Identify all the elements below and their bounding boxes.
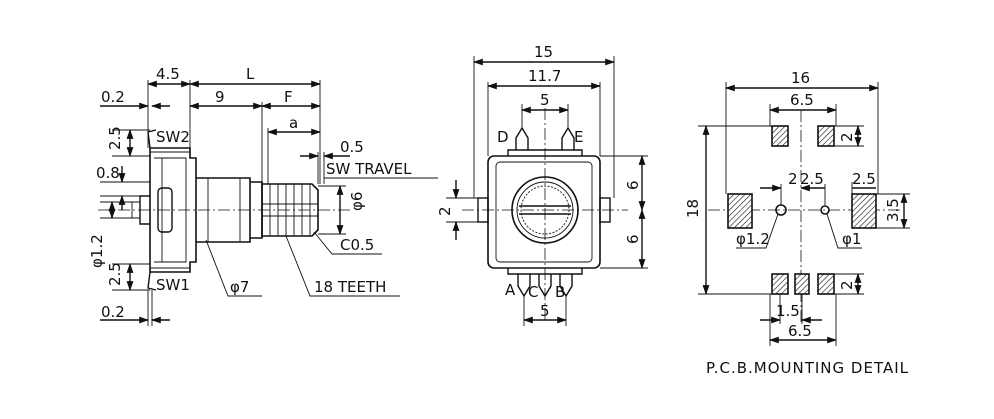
pcb-view: 16 6.5 2 18 2 2.5 2.5 3.5 φ1.2 φ1 2 1.5 … xyxy=(684,69,910,377)
dim-65-bottom: 6.5 xyxy=(788,322,812,340)
pad-top-right xyxy=(817,125,835,147)
front-view: 15 11.7 5 D E 2 6 6 A C B 5 xyxy=(436,43,648,326)
label-sw1: SW1 xyxy=(156,276,190,294)
dim-a: a xyxy=(289,114,298,132)
dim-65-top: 6.5 xyxy=(790,91,814,109)
dim-15: 1.5 xyxy=(776,302,800,320)
dim-phi1: φ1 xyxy=(842,230,861,248)
dim-35: 3.5 xyxy=(884,198,902,222)
dim-6-bottom: 6 xyxy=(624,234,642,244)
dim-25-right: 2.5 xyxy=(852,170,876,188)
dim-2-bottom: 2 xyxy=(838,280,856,290)
dim-45: 4.5 xyxy=(156,65,180,83)
pin-b: B xyxy=(555,283,565,301)
dim-18: 18 xyxy=(684,199,702,218)
label-sw2: SW2 xyxy=(156,128,190,146)
dim-2-top: 2 xyxy=(838,132,856,142)
dim-L: L xyxy=(246,65,255,83)
dim-05: 0.5 xyxy=(340,138,364,156)
dim-phi12: φ1.2 xyxy=(736,230,770,248)
dim-9: 9 xyxy=(215,88,225,106)
dim-02-top: 0.2 xyxy=(101,88,125,106)
pad-bottom-a xyxy=(771,273,789,295)
pad-bottom-c xyxy=(794,273,810,295)
pad-top-left xyxy=(771,125,789,147)
dim-2: 2 xyxy=(436,206,454,216)
knurl-lines xyxy=(269,184,311,236)
dim-5-bottom: 5 xyxy=(540,302,550,320)
label-sw-travel: SW TRAVEL xyxy=(326,160,412,178)
pcb-caption: P.C.B.MOUNTING DETAIL xyxy=(706,359,909,377)
dim-25-mid: 2.5 xyxy=(800,170,824,188)
pin-e: E xyxy=(574,128,583,146)
pad-mount-right xyxy=(851,193,877,229)
dim-5-top: 5 xyxy=(540,91,550,109)
dim-phi12: φ1.2 xyxy=(88,234,106,268)
pin-d: D xyxy=(497,128,509,146)
dim-16: 16 xyxy=(791,69,810,87)
dim-15: 15 xyxy=(534,43,553,61)
dim-F: F xyxy=(284,88,293,106)
dim-phi7: φ7 xyxy=(230,278,249,296)
dim-phi6: φ6 xyxy=(348,192,366,211)
side-view: 4.5 L 0.2 9 F a 2.5 SW2 0.5 SW TRAVEL 0.… xyxy=(88,65,438,326)
dim-117: 11.7 xyxy=(528,67,561,85)
pin-a: A xyxy=(505,281,516,299)
dim-c05: C0.5 xyxy=(340,236,374,254)
label-teeth: 18 TEETH xyxy=(314,278,386,296)
dim-6-top: 6 xyxy=(624,180,642,190)
dim-08: 0.8 xyxy=(96,164,120,182)
pad-bottom-b xyxy=(817,273,835,295)
dim-25-bottom: 2.5 xyxy=(106,262,124,286)
dim-22: 2 xyxy=(788,170,798,188)
dim-25-top: 2.5 xyxy=(106,126,124,150)
pin-c: C xyxy=(528,283,538,301)
dim-02-bottom: 0.2 xyxy=(101,303,125,321)
pad-mount-left xyxy=(727,193,753,229)
